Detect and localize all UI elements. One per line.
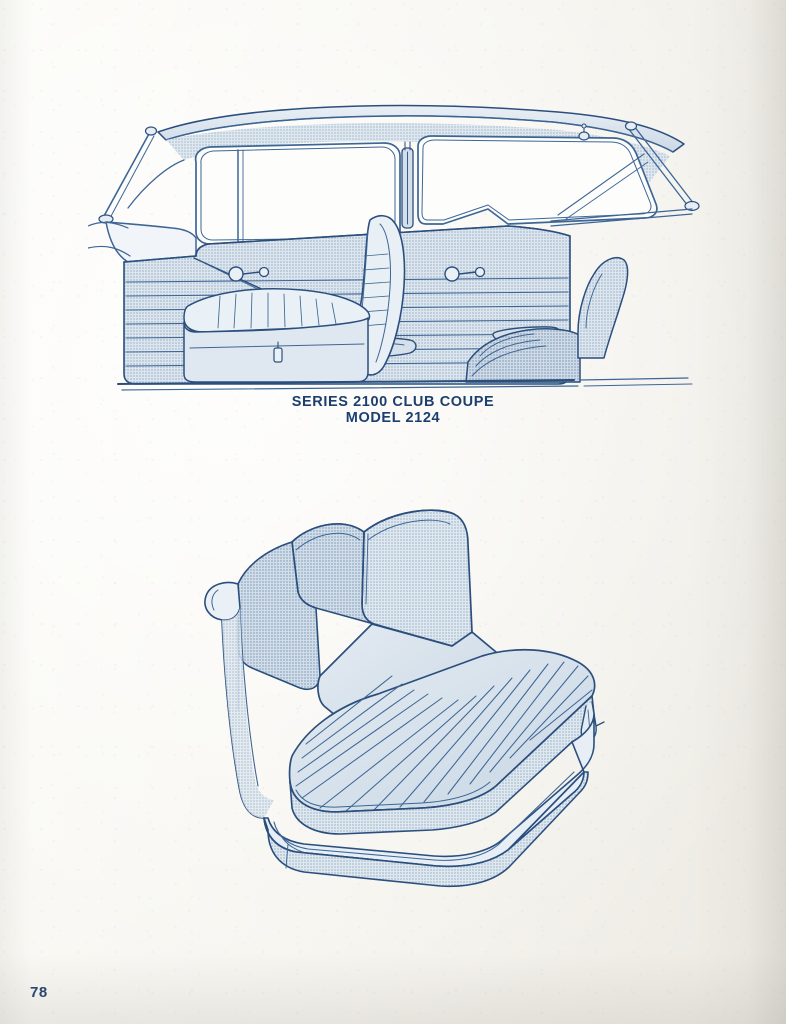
seat-back-left-panel [237,541,321,691]
windshield-pillar [103,131,151,217]
left-bolster-scroll [204,581,241,621]
front-seat-cushion [183,288,371,333]
caption-line-2: MODEL 2124 [345,410,441,426]
bench-seat-illustration [204,509,605,888]
window-crank-rear [444,266,486,282]
window-crank-front [228,266,270,282]
roof-rail-stay [627,125,695,207]
seat-cushion-pleats [295,661,593,812]
seat-base-front-face [263,771,589,888]
seat-adjust-latch [273,347,283,363]
interior-side-view-illustration [88,104,700,391]
rear-seat-back [577,256,629,359]
page-number: 78 [30,984,48,1001]
caption-line-1: SERIES 2100 CLUB COUPE [291,394,495,410]
